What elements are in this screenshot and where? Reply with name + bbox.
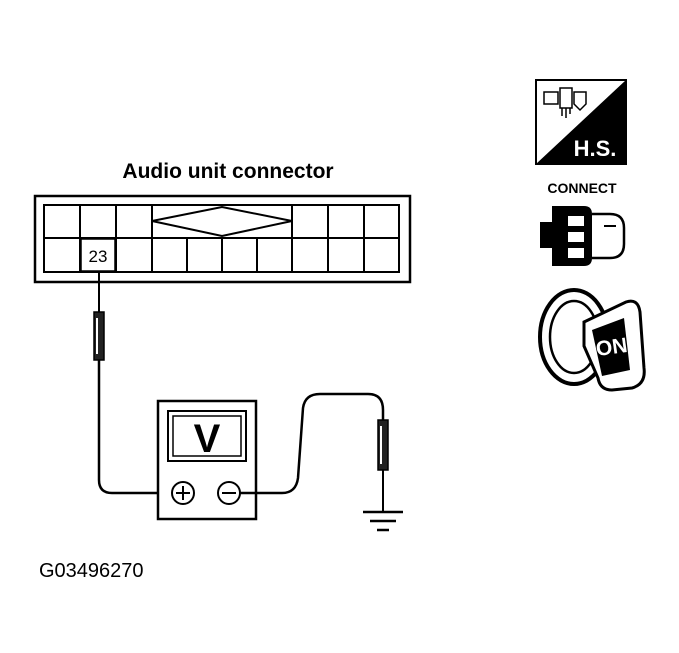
ignition-on-label: ON: [594, 334, 628, 361]
hs-label: H.S.: [574, 136, 617, 161]
ignition-key-icon: ON: [538, 288, 646, 392]
voltmeter-symbol: V: [194, 417, 221, 461]
hs-icon: H.S.: [535, 79, 627, 165]
audio-unit-connector: 23: [33, 194, 412, 284]
connect-icon: CONNECT: [540, 180, 626, 266]
voltmeter: V: [156, 399, 258, 521]
connector-key-diamond: [151, 205, 293, 238]
pin-label: 23: [89, 247, 108, 266]
minus-terminal-icon: [217, 481, 241, 505]
negative-probe: [240, 392, 389, 512]
ground-icon: [363, 510, 403, 532]
figure-code: G03496270: [39, 560, 144, 582]
pin-23-cell: [80, 238, 116, 272]
connect-label: CONNECT: [547, 180, 617, 196]
plus-terminal-icon: [171, 481, 195, 505]
positive-probe: [93, 272, 172, 495]
connector-title: Audio unit connector: [122, 160, 333, 183]
